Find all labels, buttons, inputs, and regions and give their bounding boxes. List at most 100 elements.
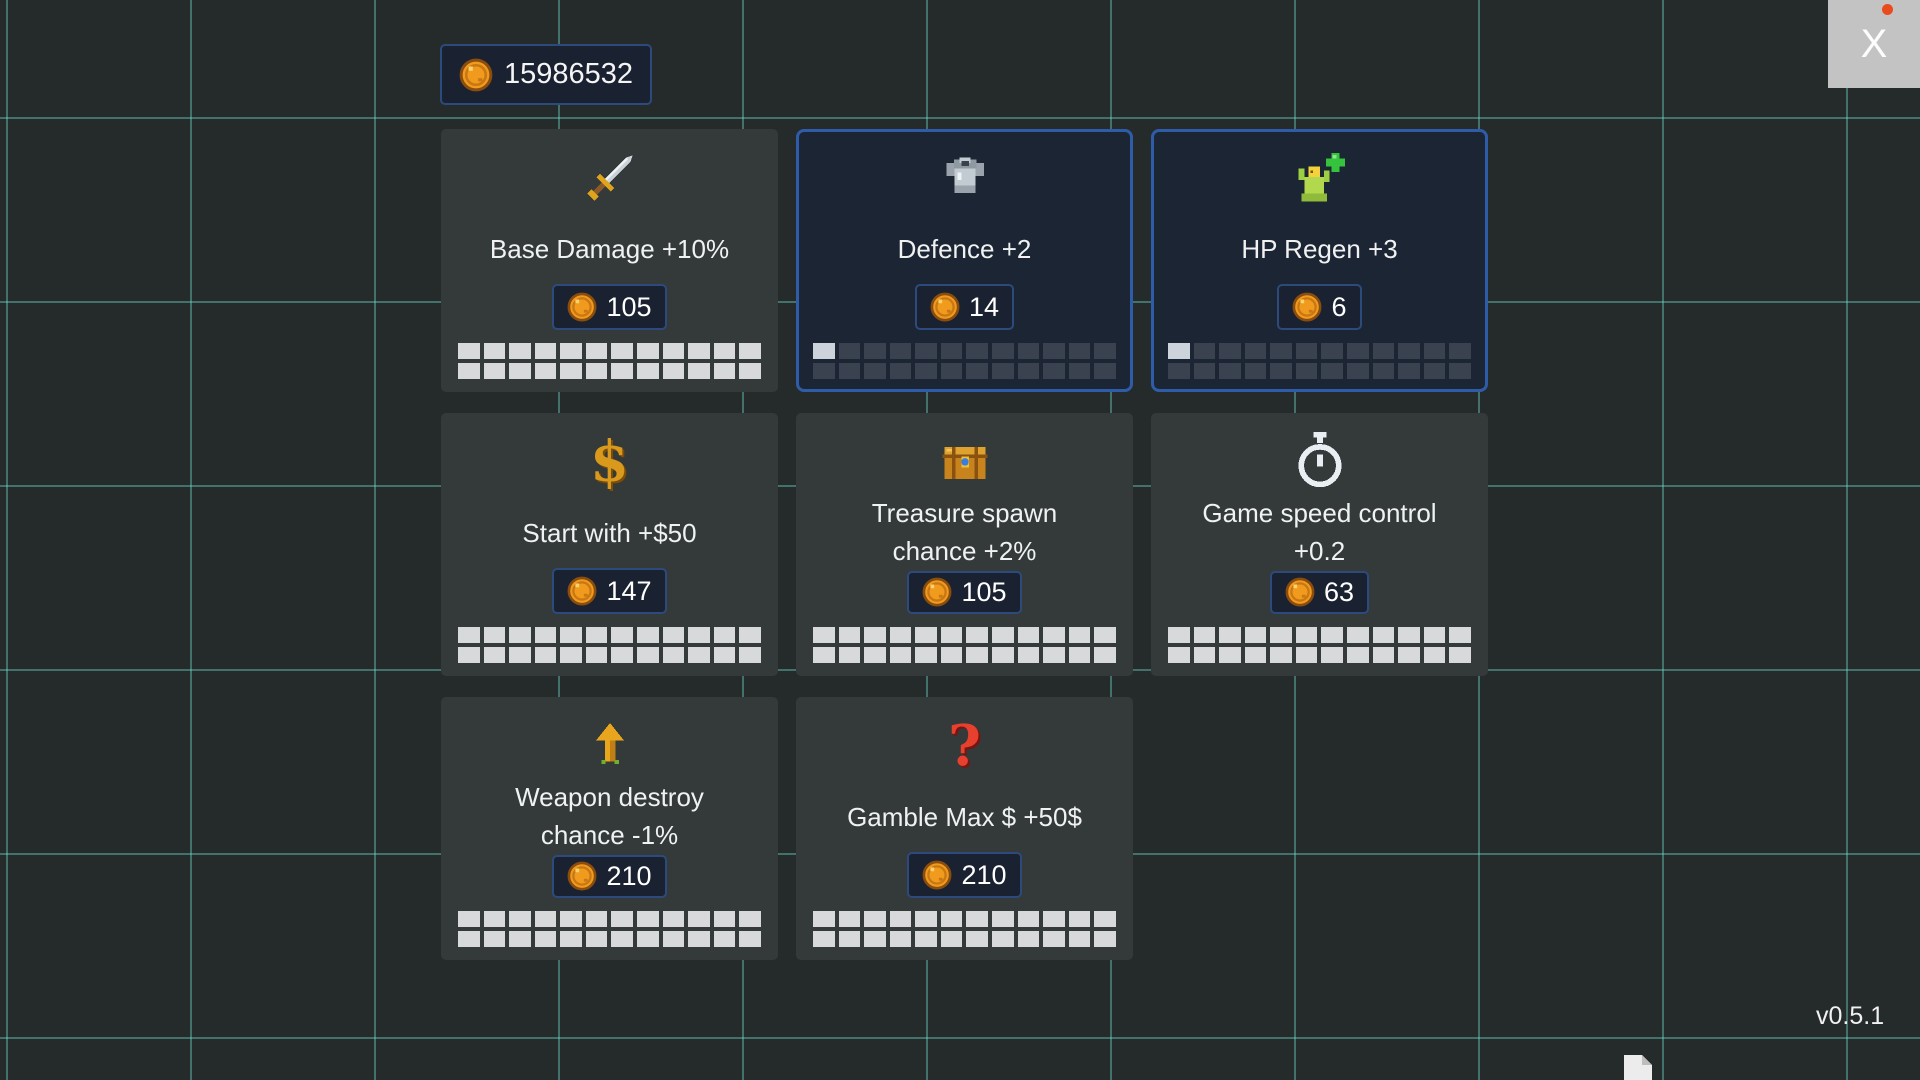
- upgrade-progress: [458, 911, 761, 947]
- progress-square: [688, 931, 710, 947]
- upgrade-card-treasure-spawn[interactable]: Treasure spawn chance +2% 105: [796, 413, 1133, 676]
- progress-square: [1068, 931, 1091, 947]
- progress-square: [611, 647, 634, 663]
- progress-square: [1168, 343, 1190, 359]
- progress-square: [1321, 627, 1344, 643]
- progress-square: [509, 911, 531, 927]
- cost-value: 210: [606, 860, 652, 891]
- cost-badge: 63: [1269, 570, 1370, 614]
- progress-square: [458, 931, 480, 947]
- cost-badge: 210: [907, 852, 1022, 898]
- upgrade-card-weapon-destroy[interactable]: Weapon destroy chance -1% 210: [441, 697, 778, 960]
- progress-square: [1398, 343, 1420, 359]
- progress-square: [1295, 647, 1318, 663]
- coin-icon: [923, 860, 952, 890]
- progress-square: [1068, 627, 1091, 643]
- progress-square: [585, 363, 608, 379]
- upgrade-card-base-damage[interactable]: Base Damage +10% 105: [441, 129, 778, 392]
- progress-square: [534, 647, 557, 663]
- coin-balance-value: 15986532: [504, 58, 634, 90]
- progress-square: [1423, 647, 1446, 663]
- progress-square: [662, 627, 685, 643]
- progress-square: [864, 363, 886, 379]
- progress-square: [1270, 647, 1292, 663]
- progress-square: [864, 931, 886, 947]
- progress-square: [915, 931, 937, 947]
- coin-icon: [1293, 292, 1322, 322]
- progress-square: [739, 343, 761, 359]
- progress-square: [1219, 363, 1241, 379]
- progress-square: [483, 363, 506, 379]
- progress-square: [1270, 627, 1292, 643]
- progress-square: [966, 911, 989, 927]
- progress-square: [1094, 363, 1116, 379]
- progress-square: [713, 931, 736, 947]
- progress-square: [1270, 363, 1292, 379]
- progress-square: [611, 911, 634, 927]
- upgrade-grid: Base Damage +10% 105: [441, 129, 1488, 960]
- cost-badge: 6: [1277, 284, 1362, 330]
- cost-badge: 210: [552, 854, 667, 898]
- progress-square: [509, 343, 531, 359]
- upgrade-card-start-money[interactable]: $ Start with +$50 147: [441, 413, 778, 676]
- stopwatch-icon: [1290, 424, 1350, 495]
- progress-square: [637, 931, 659, 947]
- progress-square: [940, 627, 963, 643]
- progress-square: [1449, 343, 1471, 359]
- progress-square: [560, 343, 582, 359]
- progress-square: [1043, 363, 1065, 379]
- cost-value: 6: [1331, 291, 1347, 322]
- progress-square: [1193, 627, 1216, 643]
- coin-icon: [568, 861, 597, 891]
- progress-square: [1043, 911, 1065, 927]
- cost-value: 14: [968, 291, 1000, 322]
- close-button[interactable]: X: [1828, 0, 1920, 88]
- progress-square: [1372, 647, 1395, 663]
- sword-icon: [578, 140, 642, 216]
- cost-badge: 147: [552, 568, 667, 614]
- progress-square: [713, 911, 736, 927]
- progress-square: [458, 627, 480, 643]
- progress-square: [1094, 647, 1116, 663]
- upgrade-card-hp-regen[interactable]: HP Regen +3 6: [1151, 129, 1488, 392]
- progress-square: [1347, 627, 1369, 643]
- progress-square: [585, 627, 608, 643]
- progress-square: [1347, 647, 1369, 663]
- cost-value: 147: [606, 575, 652, 606]
- progress-square: [688, 343, 710, 359]
- progress-square: [940, 911, 963, 927]
- upgrade-card-game-speed[interactable]: Game speed control +0.2 63: [1151, 413, 1488, 676]
- progress-square: [966, 647, 989, 663]
- progress-square: [662, 647, 685, 663]
- progress-square: [889, 931, 912, 947]
- progress-square: [915, 363, 937, 379]
- coin-icon: [568, 576, 597, 606]
- progress-square: [458, 343, 480, 359]
- progress-square: [560, 911, 582, 927]
- progress-square: [1193, 343, 1216, 359]
- progress-square: [889, 343, 912, 359]
- progress-square: [813, 627, 835, 643]
- upgrade-progress: [1168, 627, 1471, 663]
- progress-square: [483, 627, 506, 643]
- progress-square: [1321, 363, 1344, 379]
- upgrade-progress: [458, 627, 761, 663]
- hp-regen-icon: [1289, 140, 1351, 216]
- progress-square: [483, 647, 506, 663]
- progress-square: [611, 627, 634, 643]
- progress-square: [1017, 343, 1040, 359]
- document-icon[interactable]: [1624, 1055, 1652, 1080]
- progress-square: [992, 627, 1014, 643]
- progress-square: [688, 627, 710, 643]
- upgrade-card-gamble-max[interactable]: ? Gamble Max $ +50$ 210: [796, 697, 1133, 960]
- coin-icon: [459, 58, 493, 91]
- progress-square: [915, 647, 937, 663]
- upgrade-progress: [813, 343, 1116, 379]
- progress-square: [560, 647, 582, 663]
- cost-badge: 14: [914, 284, 1015, 330]
- progress-square: [534, 363, 557, 379]
- progress-square: [940, 931, 963, 947]
- progress-square: [458, 911, 480, 927]
- progress-square: [611, 343, 634, 359]
- upgrade-card-defence[interactable]: Defence +2 14: [796, 129, 1133, 392]
